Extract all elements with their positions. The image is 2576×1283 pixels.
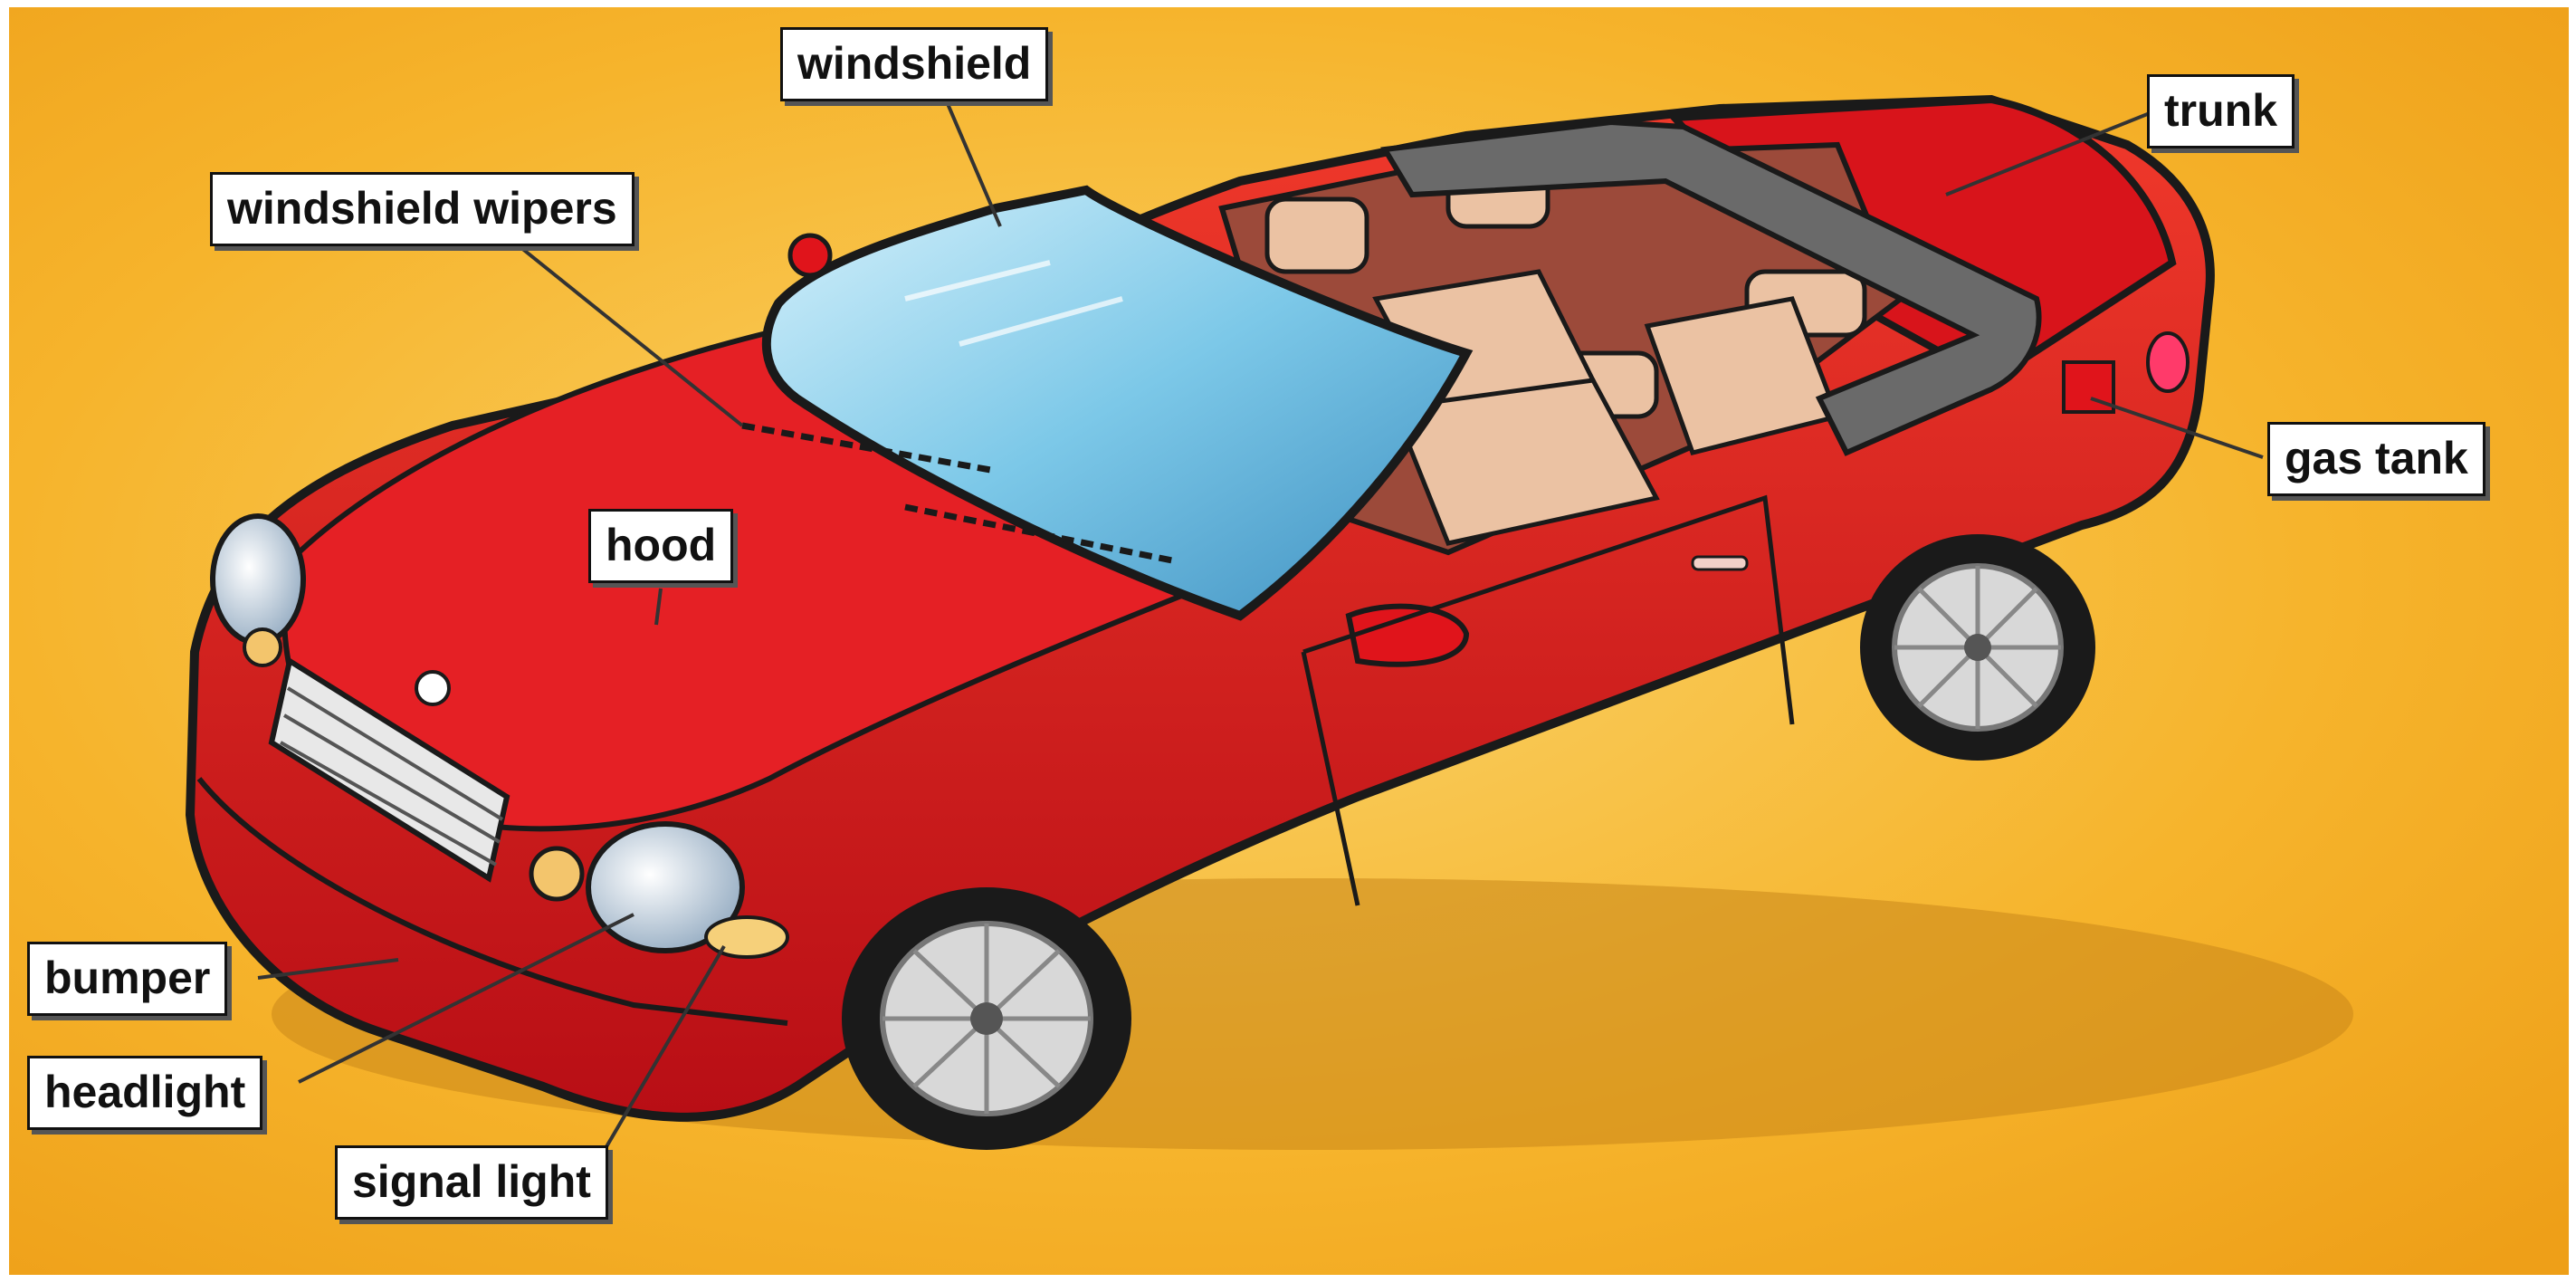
label-gas-tank: gas tank [2267, 422, 2485, 496]
label-windshield-wipers: windshield wipers [210, 172, 634, 246]
front-wheel [842, 887, 1131, 1150]
signal-lamp [706, 917, 787, 957]
rear-wheel [1860, 534, 2095, 761]
door-handle [1693, 557, 1747, 570]
label-hood: hood [588, 509, 733, 583]
hood-emblem [416, 672, 449, 704]
fog-lamp-left [244, 629, 281, 665]
label-headlight: headlight [27, 1056, 262, 1130]
label-bumper: bumper [27, 942, 227, 1016]
label-signal-light: signal light [335, 1145, 608, 1220]
label-windshield: windshield [780, 27, 1048, 101]
label-trunk: trunk [2147, 74, 2295, 148]
headlight-left [213, 516, 303, 643]
fog-lamp [531, 848, 582, 899]
tail-light [2148, 333, 2188, 391]
windshield-top-mirror [790, 235, 830, 275]
